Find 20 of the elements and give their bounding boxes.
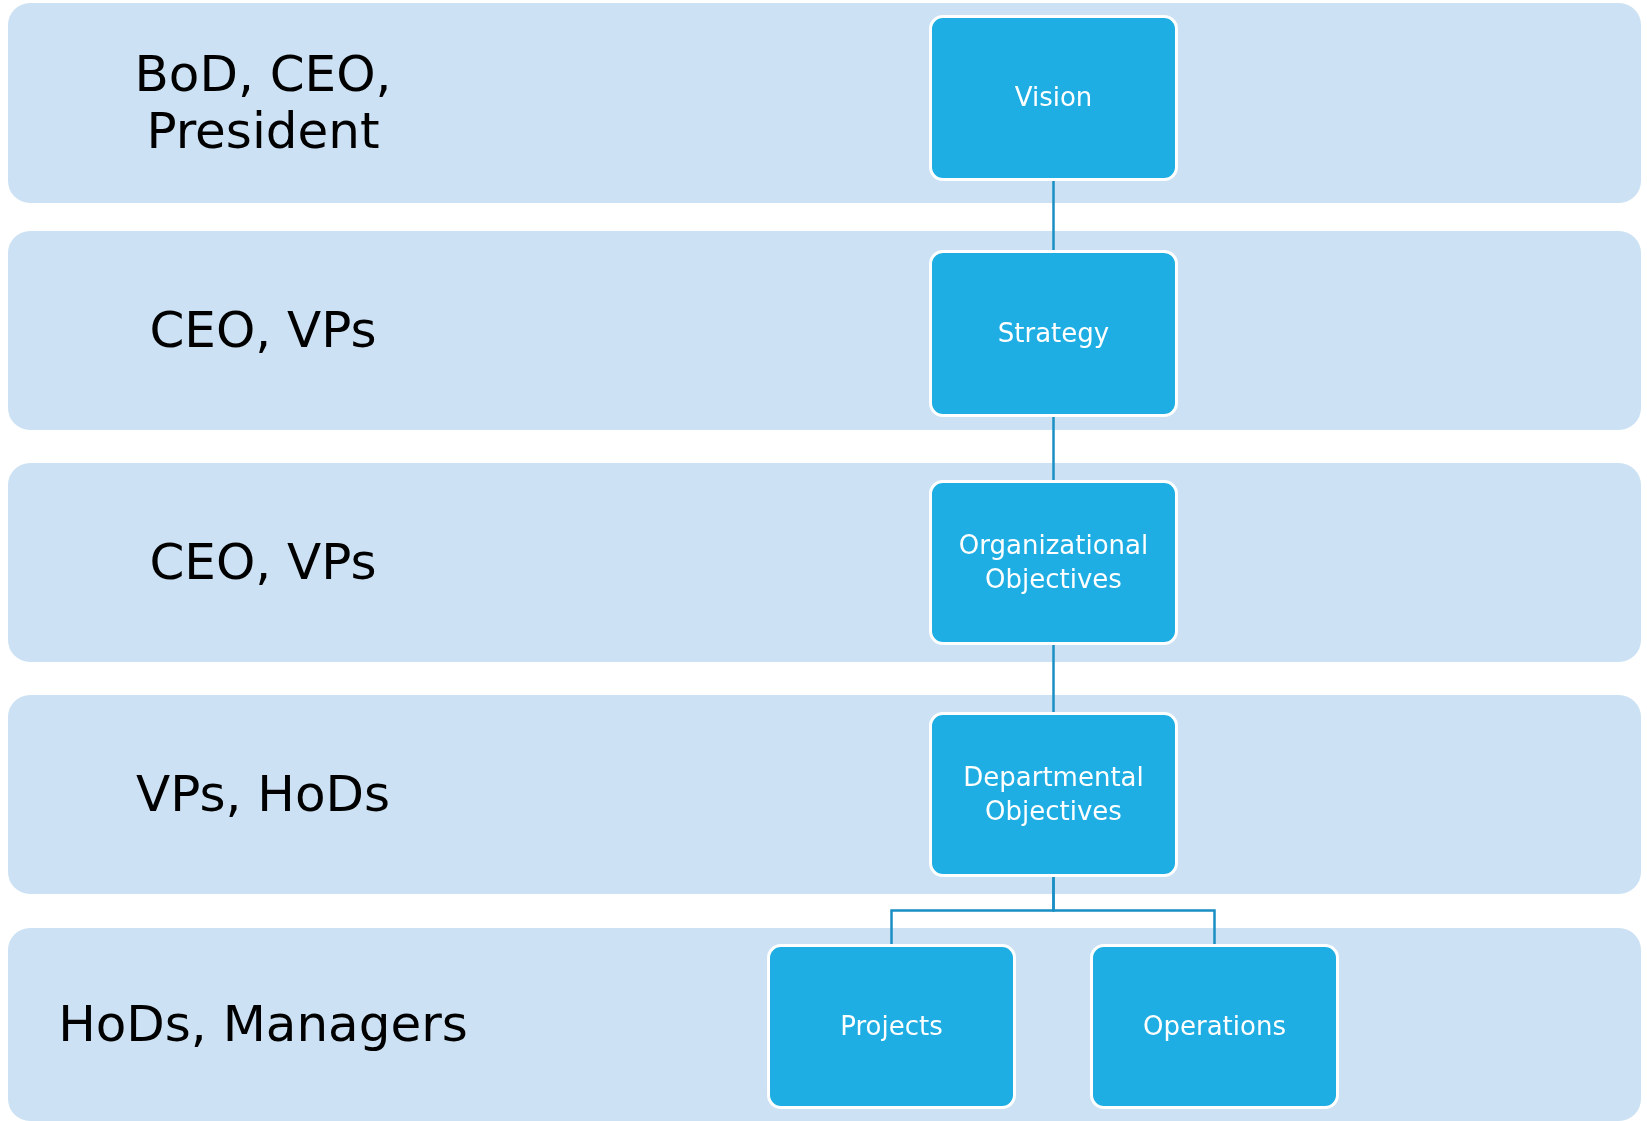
process-box: Vision	[929, 15, 1178, 181]
process-box: Organizational Objectives	[929, 480, 1178, 645]
process-box: Operations	[1090, 944, 1339, 1109]
connector-line	[1052, 181, 1055, 250]
tier-label: CEO, VPs	[148, 531, 378, 593]
tier-band	[8, 3, 1641, 203]
tier-band	[8, 231, 1641, 430]
tier-band	[8, 463, 1641, 662]
connector-line	[1052, 417, 1055, 480]
tier-label: VPs, HoDs	[134, 763, 392, 825]
connector-line	[1052, 877, 1216, 944]
tier-band	[8, 928, 1641, 1121]
tier-label: BoD, CEO, President	[133, 43, 393, 162]
process-box: Strategy	[929, 250, 1178, 417]
tier-band	[8, 695, 1641, 894]
connector-line	[1052, 645, 1055, 712]
process-box: Departmental Objectives	[929, 712, 1178, 877]
tier-label: HoDs, Managers	[57, 993, 469, 1055]
process-box: Projects	[767, 944, 1016, 1109]
tier-label: CEO, VPs	[148, 299, 378, 361]
